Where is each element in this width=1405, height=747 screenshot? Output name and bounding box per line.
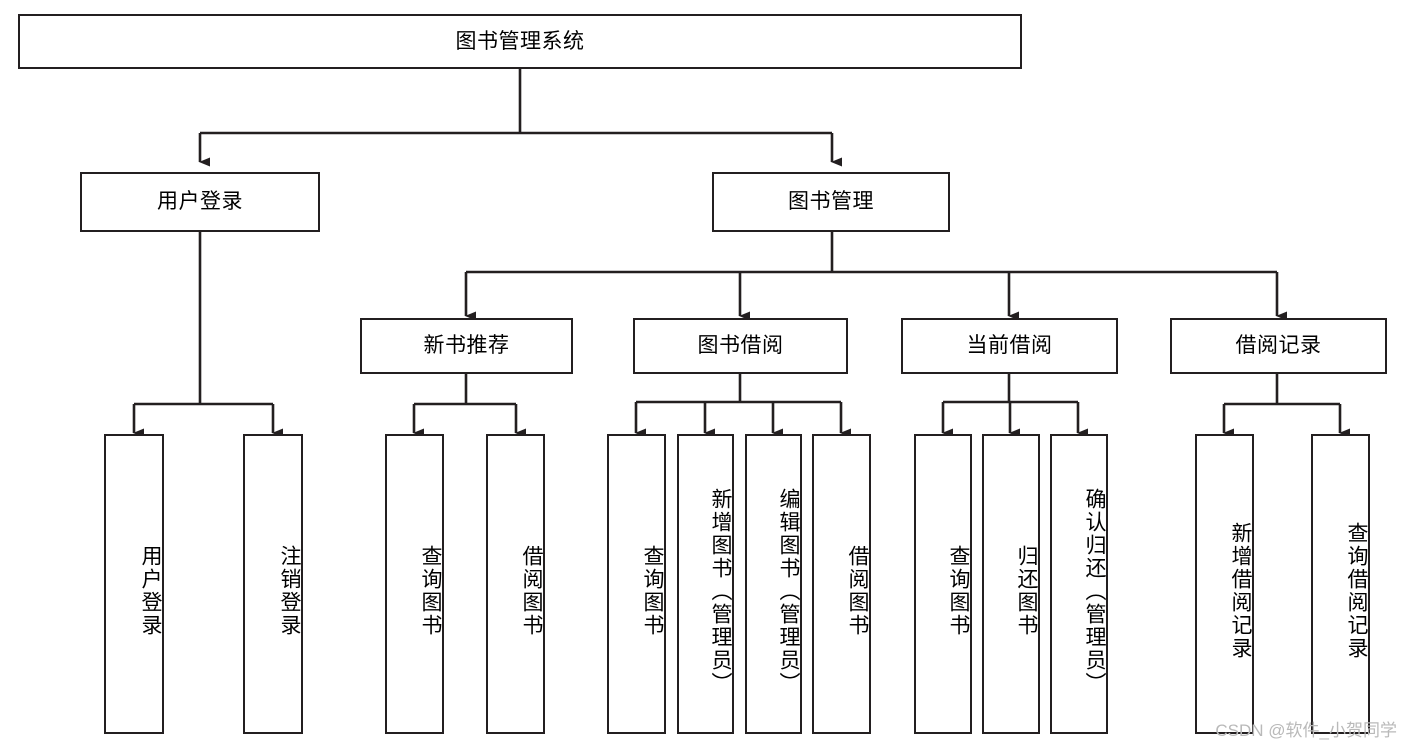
node-current-borrow-label: 当前借阅 [966,334,1053,358]
node-leaf-edit-book[interactable]: 编辑图书（管理员） [745,434,802,734]
node-root[interactable]: 图书管理系统 [18,14,1022,69]
node-leaf-query-book-1[interactable]: 查询图书 [385,434,444,734]
node-leaf-query-book-1-label: 查询图书 [419,545,442,637]
node-leaf-return-book-label: 归还图书 [1015,545,1038,637]
node-user-login-label: 用户登录 [157,190,243,214]
node-leaf-edit-book-label: 编辑图书（管理员） [777,487,800,695]
node-book-borrow-label: 图书借阅 [697,334,784,358]
node-leaf-add-record[interactable]: 新增借阅记录 [1195,434,1254,734]
node-book-borrow[interactable]: 图书借阅 [633,318,848,374]
node-leaf-query-record[interactable]: 查询借阅记录 [1311,434,1370,734]
node-leaf-user-login-label: 用户登录 [139,545,162,637]
node-root-label: 图书管理系统 [455,29,585,53]
node-borrow-record[interactable]: 借阅记录 [1170,318,1387,374]
node-leaf-query-book-3[interactable]: 查询图书 [914,434,972,734]
node-leaf-query-book-2[interactable]: 查询图书 [607,434,666,734]
node-leaf-borrow-book-2[interactable]: 借阅图书 [812,434,871,734]
node-leaf-borrow-book-2-label: 借阅图书 [846,545,869,637]
node-new-book-rec[interactable]: 新书推荐 [360,318,573,374]
node-leaf-query-record-label: 查询借阅记录 [1345,522,1368,660]
node-book-manage-label: 图书管理 [788,190,874,214]
node-leaf-logout[interactable]: 注销登录 [243,434,303,734]
node-leaf-confirm-return-label: 确认归还（管理员） [1083,487,1106,695]
node-book-manage[interactable]: 图书管理 [712,172,950,232]
node-borrow-record-label: 借阅记录 [1235,334,1322,358]
node-leaf-confirm-return[interactable]: 确认归还（管理员） [1050,434,1108,734]
node-current-borrow[interactable]: 当前借阅 [901,318,1118,374]
node-leaf-user-login[interactable]: 用户登录 [104,434,164,734]
node-leaf-add-book-label: 新增图书（管理员） [709,487,732,695]
watermark-text: CSDN @软件_小贺同学 [1215,721,1397,740]
node-leaf-add-record-label: 新增借阅记录 [1229,522,1252,660]
node-leaf-logout-label: 注销登录 [278,545,301,637]
node-leaf-borrow-book-1[interactable]: 借阅图书 [486,434,545,734]
node-leaf-borrow-book-1-label: 借阅图书 [520,545,543,637]
node-leaf-query-book-2-label: 查询图书 [641,545,664,637]
node-leaf-add-book[interactable]: 新增图书（管理员） [677,434,734,734]
node-user-login[interactable]: 用户登录 [80,172,320,232]
node-new-book-rec-label: 新书推荐 [423,334,510,358]
node-leaf-query-book-3-label: 查询图书 [947,545,970,637]
node-leaf-return-book[interactable]: 归还图书 [982,434,1040,734]
